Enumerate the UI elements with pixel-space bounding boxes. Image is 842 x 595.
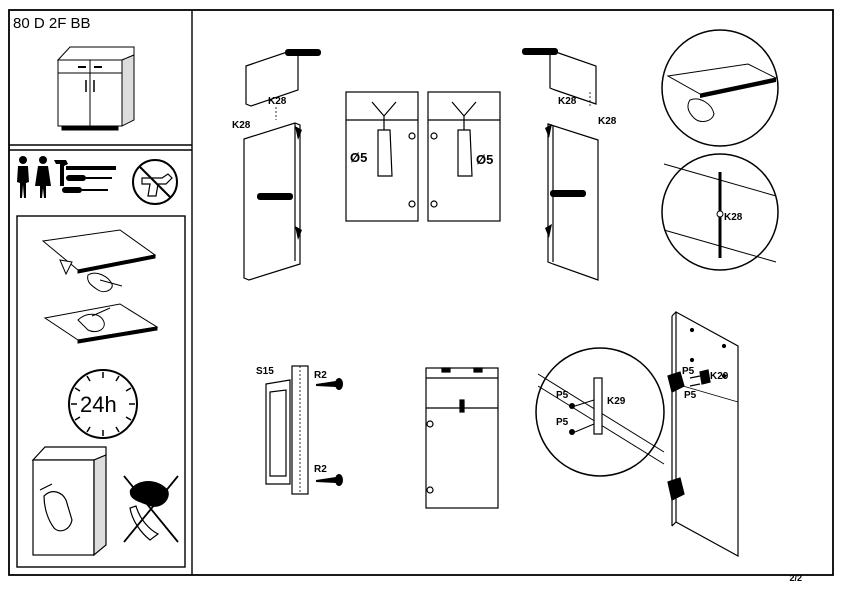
- right-door-assembly: [547, 49, 599, 281]
- screw-r2-upper-label: R2: [314, 370, 327, 381]
- detail-k28-label: K28: [724, 212, 743, 223]
- care-instructions-panel: [16, 215, 186, 568]
- left-door-k28-upper: K28: [268, 96, 287, 107]
- panel-p5-upper-label: P5: [682, 366, 695, 377]
- two-person-icon: [17, 156, 51, 198]
- detail-top-board: [661, 29, 779, 147]
- page-frame: [8, 9, 834, 576]
- detail-k28-dowel: K28: [661, 153, 779, 271]
- cabinet-thumbnail: [56, 46, 135, 131]
- clock-24h-icon: 24h: [68, 369, 138, 439]
- clock-label: 24h: [80, 392, 117, 417]
- board-wipe-step: [43, 303, 159, 344]
- panel-k29-label: K29: [710, 371, 729, 382]
- model-code: 80 D 2F BB: [13, 15, 91, 32]
- cabinet-front-view: [425, 367, 499, 509]
- page-number: 2/2: [789, 573, 802, 583]
- screw-r2-upper-icon: [316, 378, 343, 390]
- panel-p5-lower-label: P5: [684, 390, 697, 401]
- board-edge-step: [41, 229, 157, 293]
- drill-left-panel: Ø5: [345, 91, 419, 222]
- screw-r2-lower-icon: [316, 474, 343, 486]
- hammer-icon: [54, 160, 116, 186]
- drill-right-panel: Ø5: [427, 91, 501, 222]
- left-door-assembly: [243, 49, 301, 281]
- cabinet-wipe-step: [31, 446, 107, 557]
- left-door-labels: K28 K28: [232, 49, 321, 240]
- detail-p5-upper-label: P5: [556, 390, 569, 401]
- drill-size-right: Ø5: [476, 152, 493, 167]
- screw-r2-lower-label: R2: [314, 464, 327, 475]
- no-power-drill-icon: [132, 159, 178, 205]
- handle-s15-label: S15: [256, 366, 274, 377]
- no-wet-cloth-icon: [123, 475, 179, 543]
- drill-size-left: Ø5: [350, 150, 367, 165]
- detail-k29-hinge: K29 P5 P5: [535, 347, 665, 477]
- handle-s15-detail: [265, 365, 309, 495]
- right-door-k28-upper: K28: [558, 96, 577, 107]
- side-panel-hinges: [667, 310, 739, 558]
- right-door-labels: K28 K28: [522, 48, 617, 238]
- right-door-k28-lower: K28: [598, 116, 617, 127]
- left-door-k28-lower: K28: [232, 120, 251, 131]
- screwdriver-icon: [62, 175, 112, 193]
- detail-p5-lower-label: P5: [556, 417, 569, 428]
- detail-k29-label: K29: [607, 396, 626, 407]
